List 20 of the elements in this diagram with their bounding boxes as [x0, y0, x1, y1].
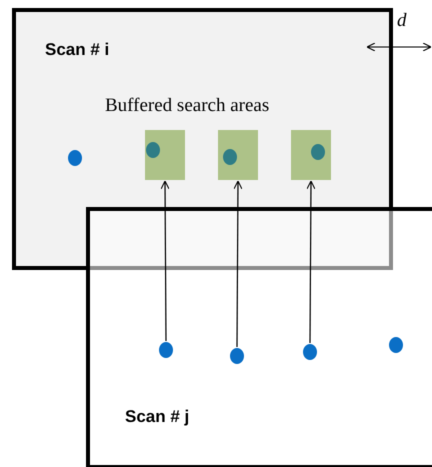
- point-dot: [311, 144, 325, 160]
- arrow: [233, 180, 242, 347]
- search-area: [145, 130, 185, 180]
- arrow: [306, 180, 316, 343]
- point-dot: [303, 344, 317, 360]
- scan-label: Scan # i: [45, 40, 110, 60]
- point-dot: [68, 150, 82, 166]
- point-dot: [230, 348, 244, 364]
- point-dot: [389, 337, 403, 353]
- point-dot: [159, 342, 173, 358]
- scan-label: Scan # j: [125, 407, 190, 427]
- arrow: [160, 180, 170, 341]
- search-area: [218, 130, 258, 180]
- area-label: Buffered search areas: [105, 95, 270, 117]
- point-dot: [223, 149, 237, 165]
- scan-frame: [86, 207, 432, 467]
- point-dot: [146, 142, 160, 158]
- search-area: [291, 130, 331, 180]
- dimension-label: d: [397, 10, 406, 32]
- scan-frame: [12, 8, 393, 270]
